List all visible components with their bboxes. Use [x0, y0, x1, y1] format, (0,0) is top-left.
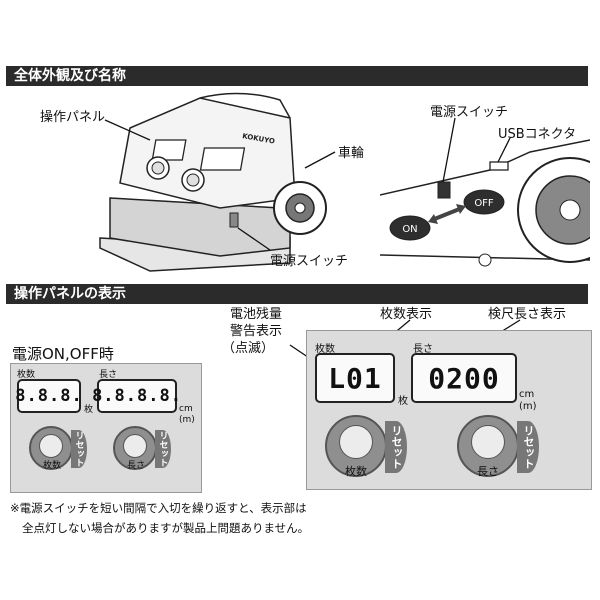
left-control-panel: 枚数 長さ 8.8.8. 枚 8.8.8.8. cm (m) 枚数 リセット 長…	[10, 363, 202, 493]
label-power-switch-top: 電源スイッチ	[430, 105, 509, 120]
off-text: OFF	[474, 198, 494, 209]
side-leader-lines	[442, 117, 511, 183]
device-button-length-inner	[186, 173, 200, 187]
device-wheel-center	[294, 202, 306, 214]
left-count-display: 8.8.8.	[15, 379, 82, 413]
count-sheets-icon	[39, 434, 63, 458]
label-operation-panel: 操作パネル	[40, 110, 106, 125]
label-wheel: 車輪	[338, 146, 365, 161]
side-detail-illustration: ON OFF	[380, 139, 590, 267]
left-panel-heading: 電源ON,OFF時	[12, 345, 114, 363]
right-control-panel: 枚数 長さ L01 枚 0200 cm (m) 枚数 リセット 長さ リセット	[306, 330, 592, 490]
right-count-label: 枚数	[315, 344, 335, 355]
note-line-2: 全点灯しない場合がありますが製品上問題ありません。	[22, 521, 310, 535]
left-length-unit-cm: cm	[179, 404, 193, 414]
count-display-label: 枚数表示	[380, 307, 433, 322]
left-length-button-label: 長さ	[126, 461, 145, 471]
battery-label-2: 警告表示	[230, 324, 283, 339]
left-length-display: 8.8.8.8.	[92, 379, 181, 413]
left-count-label: 枚数	[17, 370, 36, 380]
right-count-reset[interactable]: リセット	[385, 421, 407, 473]
left-count-unit: 枚	[84, 405, 94, 415]
left-length-unit-m: (m)	[179, 415, 195, 425]
left-length-button[interactable]	[113, 426, 157, 470]
right-count-unit: 枚	[398, 396, 408, 407]
right-length-button-label: 長さ	[477, 465, 499, 478]
length-sheet-icon	[471, 425, 505, 459]
left-count-reset[interactable]: リセット	[71, 430, 87, 468]
device-button-count-inner	[151, 161, 165, 175]
device-side-switch	[229, 212, 239, 228]
right-count-button[interactable]	[325, 415, 387, 477]
right-count-display: L01	[315, 353, 395, 403]
on-oval	[389, 215, 431, 241]
side-wheel-center	[559, 199, 581, 221]
left-length-reset[interactable]: リセット	[155, 430, 171, 468]
right-length-label: 長さ	[413, 344, 433, 355]
usb-port	[489, 161, 509, 171]
off-oval	[463, 189, 505, 215]
battery-label-3: （点滅）	[222, 341, 275, 356]
device-rear-hump	[199, 92, 291, 119]
power-switch-detail	[437, 181, 451, 199]
length-sheet-icon	[123, 434, 147, 458]
label-usb-connector: USBコネクタ	[498, 127, 577, 142]
switch-arrow	[431, 206, 463, 222]
device-lcd-count	[151, 139, 187, 161]
section-title-overview: 全体外観及び名称	[6, 66, 588, 86]
section-title-panel: 操作パネルの表示	[6, 284, 588, 304]
on-text: ON	[402, 224, 417, 235]
count-sheets-icon	[339, 425, 373, 459]
right-length-display: 0200	[411, 353, 517, 403]
side-body-outline	[380, 139, 590, 196]
right-count-button-label: 枚数	[345, 465, 367, 478]
right-length-reset[interactable]: リセット	[517, 421, 539, 473]
device-illustration: KOKUYO	[99, 92, 327, 272]
device-lcd-length	[199, 147, 246, 171]
right-length-unit-m: (m)	[519, 401, 537, 412]
battery-label-1: 電池残量	[230, 307, 283, 322]
device-leader-lines	[104, 119, 336, 251]
left-count-button[interactable]	[29, 426, 73, 470]
note-line-1: ※電源スイッチを短い間隔で入切を繰り返すと、表示部は	[10, 501, 307, 515]
label-power-switch-bottom: 電源スイッチ	[270, 254, 349, 269]
left-count-button-label: 枚数	[42, 461, 61, 471]
left-length-label: 長さ	[99, 370, 118, 380]
length-display-label: 検尺長さ表示	[488, 307, 567, 322]
right-length-unit-cm: cm	[519, 389, 535, 400]
side-small-wheel	[478, 253, 492, 267]
